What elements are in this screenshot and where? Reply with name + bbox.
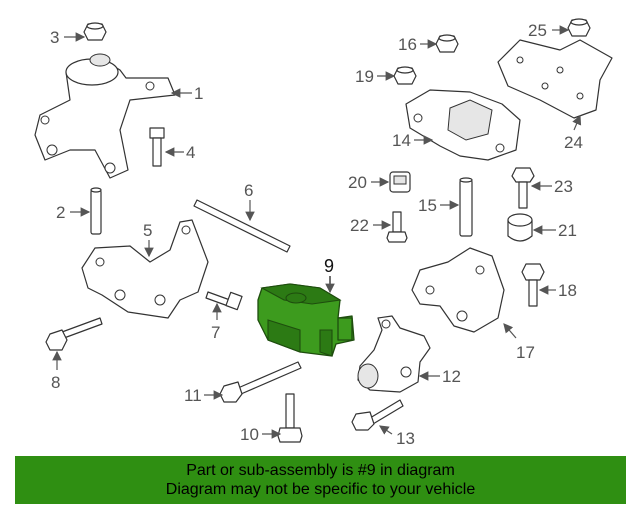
callout-23: 23 — [554, 177, 573, 196]
part-18-bolt — [521, 263, 545, 307]
part-8-bolt — [45, 317, 103, 351]
part-2-pin — [90, 187, 102, 235]
part-24-plate — [497, 39, 613, 119]
callout-1: 1 — [194, 84, 203, 103]
callout-11: 11 — [184, 386, 202, 405]
banner-line-2: Diagram may not be specific to your vehi… — [165, 481, 476, 498]
part-17-bracket — [411, 247, 505, 333]
callout-20: 20 — [348, 173, 367, 192]
part-15-stud — [459, 177, 473, 237]
part-5-bracket — [81, 219, 209, 319]
part-1-engine-mount — [34, 53, 176, 179]
part-3-nut — [83, 22, 107, 41]
part-16-nut — [435, 34, 459, 53]
callout-4: 4 — [186, 143, 195, 162]
part-25-nut — [567, 18, 591, 37]
banner-line-1: Part or sub-assembly is #9 in diagram — [186, 462, 455, 479]
part-11-bolt — [219, 361, 302, 403]
callout-14: 14 — [392, 131, 411, 150]
callout-labels: 3 1 4 2 5 6 7 8 9 10 11 12 13 14 15 16 1… — [50, 21, 583, 448]
part-4-bolt — [149, 127, 165, 167]
part-6-rod — [193, 199, 291, 253]
callout-6: 6 — [244, 181, 253, 200]
callout-21: 21 — [558, 221, 577, 240]
callout-16: 16 — [398, 35, 417, 54]
part-20-block — [389, 171, 411, 193]
callout-10: 10 — [240, 425, 259, 444]
parts-diagram: 3 1 4 2 5 6 7 8 9 10 11 12 13 14 15 16 1… — [34, 18, 613, 448]
callout-5: 5 — [143, 221, 152, 240]
callout-19: 19 — [355, 67, 374, 86]
callout-7: 7 — [211, 323, 220, 342]
part-21-cylinder — [507, 213, 533, 242]
part-13-bolt — [351, 399, 404, 431]
leader-lines — [52, 25, 582, 439]
part-14-mount — [405, 89, 521, 161]
info-banner: Part or sub-assembly is #9 in diagram Di… — [15, 456, 626, 504]
callout-17: 17 — [516, 343, 535, 362]
part-7-bolt — [205, 291, 243, 311]
part-9-transmission-mount — [257, 283, 355, 357]
callout-9: 9 — [324, 256, 334, 276]
part-12-bracket — [357, 315, 431, 393]
part-19-nut — [393, 66, 417, 85]
callout-25: 25 — [528, 21, 547, 40]
part-23-bolt — [511, 167, 535, 209]
callout-18: 18 — [558, 281, 577, 300]
callout-22: 22 — [350, 216, 369, 235]
callout-24: 24 — [564, 133, 583, 152]
callout-3: 3 — [50, 28, 59, 47]
callout-13: 13 — [396, 429, 415, 448]
callout-8: 8 — [51, 373, 60, 392]
part-10-bolt — [277, 393, 303, 443]
callout-2: 2 — [56, 203, 65, 222]
part-22-bolt — [386, 211, 408, 243]
callout-12: 12 — [442, 367, 461, 386]
callout-15: 15 — [418, 196, 437, 215]
